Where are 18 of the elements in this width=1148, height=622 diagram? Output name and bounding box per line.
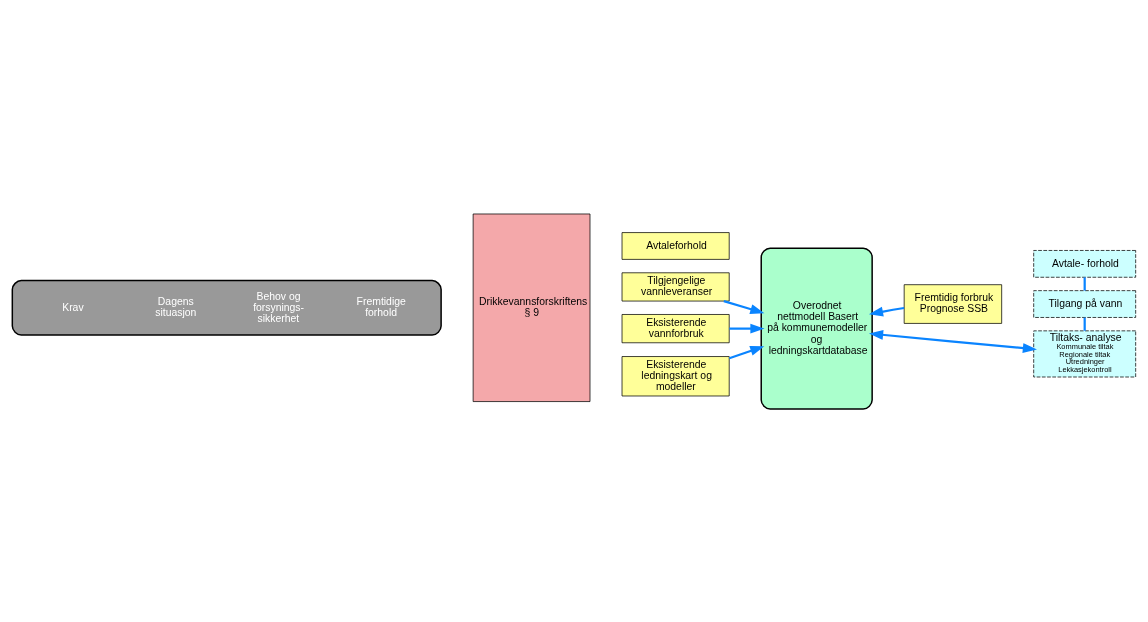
node-box: Avtale- forhold [1033, 249, 1137, 278]
node-box: Fremtidig forbruk Prognose SSB [903, 283, 1003, 324]
arrow [728, 345, 765, 359]
connector [1083, 276, 1086, 291]
node-box: Eksisterende ledningskart og modeller [621, 355, 730, 396]
node-box: Overodnet nettmodell Basert på kommunemodeller og ledningskartdatabase [760, 246, 873, 410]
node-box: Tilgang på vann [1033, 289, 1137, 318]
node-box: Eksisterende vannforbruk [621, 313, 730, 343]
node-box: Drikkevannsforskriftens § 9 [472, 213, 591, 402]
node-box: Tilgjengelige vannleveranser [621, 271, 730, 301]
arrow [868, 306, 905, 317]
node-box: Krav Dagens situasjon Behov og forsynings- sikkerhet Fremtidige forhold [11, 279, 442, 336]
arrow [729, 323, 765, 334]
connector [1083, 317, 1086, 331]
arrow [868, 329, 1037, 353]
arrow [723, 299, 765, 314]
node-box: Avtaleforhold [621, 231, 730, 260]
node-box: Tiltaks- analyse Kommunale tiltak Regionale tiltak Utredninger Lekkasjekontroll [1033, 330, 1137, 377]
